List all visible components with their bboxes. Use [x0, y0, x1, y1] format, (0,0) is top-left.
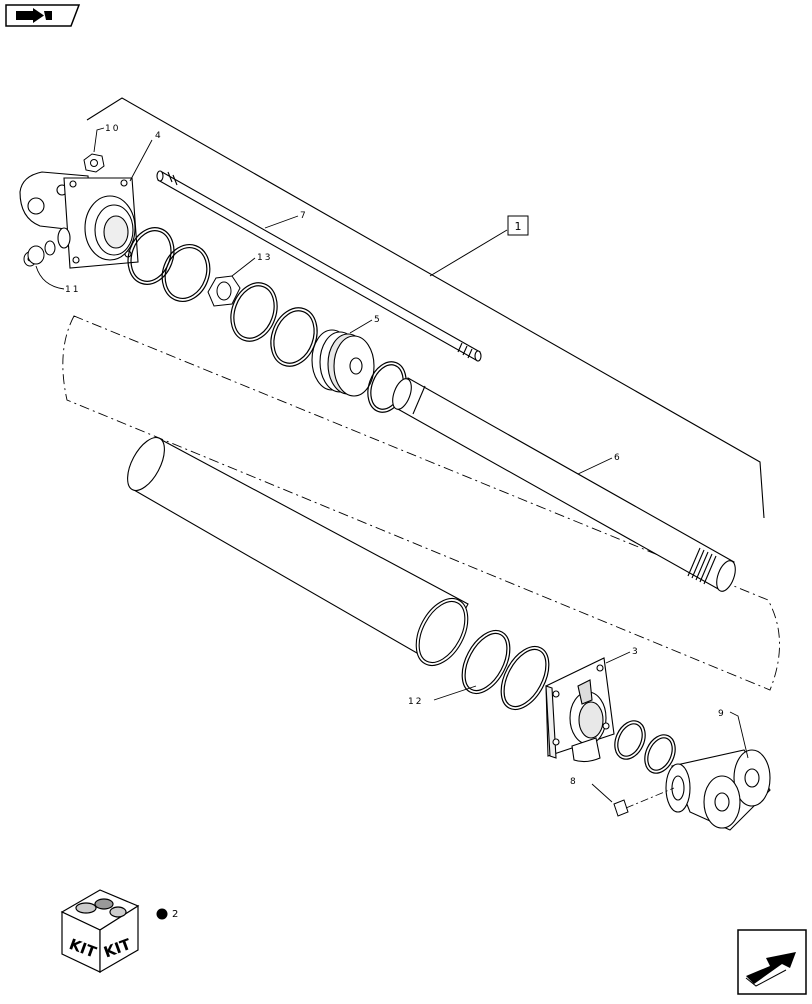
cylinder-barrel: [127, 437, 469, 666]
svg-text:8: 8: [570, 777, 576, 787]
callout-10: 10: [93, 124, 120, 153]
svg-text:10: 10: [105, 124, 120, 134]
kit-box-icon: KIT KIT: [60, 889, 140, 974]
wear-rings: [230, 282, 318, 367]
previous-page-arrow-icon[interactable]: [5, 4, 81, 27]
bullet-dot: [156, 908, 168, 920]
svg-text:1: 1: [515, 220, 522, 233]
rod-clevis: [665, 749, 771, 831]
svg-text:4: 4: [155, 131, 161, 141]
svg-text:7: 7: [300, 211, 306, 221]
hex-nut: [83, 153, 105, 173]
kit-reference: 2: [156, 908, 178, 920]
callout-1: 1: [429, 215, 529, 277]
cylinder-outline-phantom: [62, 315, 780, 691]
svg-text:6: 6: [614, 453, 620, 463]
piston: [311, 329, 375, 397]
callout-8: 8: [570, 777, 613, 803]
svg-text:2: 2: [172, 909, 178, 920]
plug-fitting: [23, 240, 56, 267]
callout-6: 6: [577, 453, 620, 475]
callout-3: 3: [605, 647, 638, 664]
callout-12: 12: [408, 685, 477, 707]
callout-4: 4: [129, 131, 161, 182]
piston-rod: [392, 377, 736, 592]
svg-text:11: 11: [65, 285, 80, 295]
svg-text:5: 5: [374, 315, 380, 325]
callout-7: 7: [264, 211, 306, 229]
svg-text:13: 13: [257, 253, 272, 263]
callout-11: 11: [35, 265, 80, 295]
tie-rod: [156, 170, 482, 362]
head-cap: [19, 171, 139, 269]
end-cap: [545, 657, 615, 763]
callout-9: 9: [718, 709, 749, 759]
svg-text:12: 12: [408, 697, 423, 707]
set-screw: [613, 799, 629, 817]
callout-13: 13: [231, 253, 272, 277]
assembly-bracket: [86, 97, 765, 519]
set-screw-axis: [625, 787, 675, 809]
o-rings-head: [127, 227, 211, 302]
svg-text:9: 9: [718, 709, 724, 719]
rod-seals: [614, 720, 676, 774]
next-page-arrow-icon[interactable]: [737, 929, 807, 995]
svg-text:3: 3: [632, 647, 638, 657]
callout-5: 5: [349, 315, 380, 334]
rod-nut: [207, 275, 241, 307]
o-rings-end: [461, 629, 550, 711]
